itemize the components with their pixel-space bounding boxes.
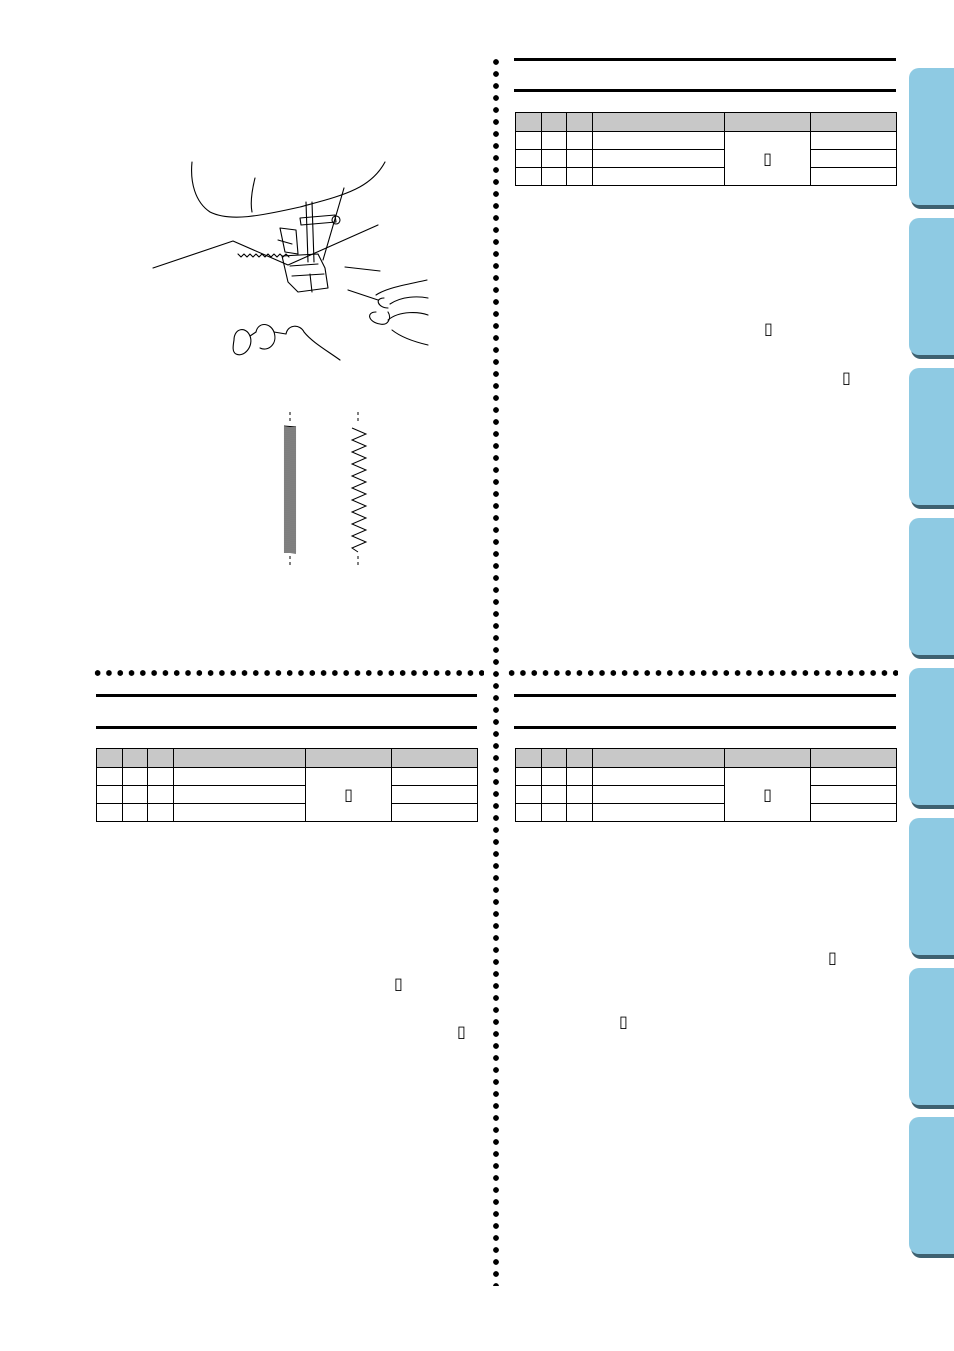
section-rule-top: [514, 58, 896, 61]
horizontal-dotted-divider-left: [92, 668, 484, 678]
side-tab-1[interactable]: [909, 68, 954, 205]
stitch-samples-illustration: [283, 412, 368, 568]
side-tab-4[interactable]: [909, 518, 954, 655]
merged-symbol-cell: ▯: [724, 767, 811, 822]
settings-table: ▯: [515, 748, 897, 822]
side-tab-7[interactable]: [909, 968, 954, 1105]
satin-stitch-sample: [283, 412, 297, 568]
symbol-glyph: ▯: [763, 784, 772, 804]
symbol-glyph: ▯: [763, 148, 772, 168]
side-tab-2[interactable]: [909, 218, 954, 355]
side-tab-8[interactable]: [909, 1117, 954, 1254]
merged-symbol-cell: ▯: [724, 131, 811, 186]
inline-symbol: ▯: [764, 319, 773, 338]
settings-table: ▯: [515, 112, 897, 186]
sewing-machine-illustration: [152, 161, 429, 361]
inline-symbol: ▯: [457, 1022, 466, 1041]
section-rule-bottom: [96, 726, 477, 729]
merged-symbol-cell: ▯: [305, 767, 392, 822]
side-tab-5[interactable]: [909, 668, 954, 805]
symbol-glyph: ▯: [344, 784, 353, 804]
horizontal-dotted-divider-right: [506, 668, 898, 678]
vertical-dotted-divider: [492, 56, 500, 1286]
section-rule-top: [96, 694, 477, 697]
section-rule-bottom: [514, 89, 896, 92]
side-tab-3[interactable]: [909, 368, 954, 505]
inline-symbol: ▯: [828, 948, 837, 967]
inline-symbol: ▯: [619, 1012, 628, 1031]
inline-symbol: ▯: [394, 974, 403, 993]
zigzag-stitch-sample: [350, 412, 368, 568]
settings-table: ▯: [96, 748, 478, 822]
inline-symbol: ▯: [842, 368, 851, 387]
section-rule-bottom: [514, 726, 896, 729]
side-tab-6[interactable]: [909, 818, 954, 955]
section-rule-top: [514, 694, 896, 697]
